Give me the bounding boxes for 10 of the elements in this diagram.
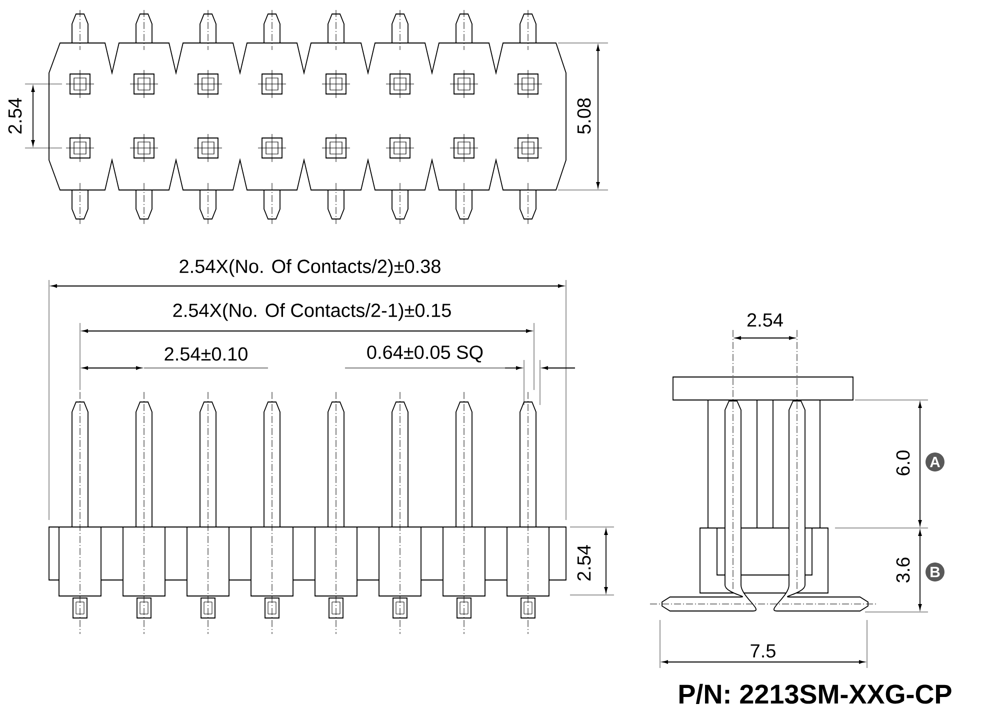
dimension-label: 2.54X(No. Of Contacts/2-1)±0.15 [173,303,451,321]
dimension-label: 2.54 [577,545,591,581]
dimension-label: 5.08 [577,98,591,134]
dimension-label: 2.54 [747,313,783,327]
dimension-label: 7.5 [750,644,776,658]
part-number: P/N: 2213SM-XXG-CP [680,684,952,704]
dimension-label: 2.54 [8,98,22,134]
dimension-label: 2.54X(No. Of Contacts/2)±0.38 [180,259,440,277]
dimension-label: 2.54±0.10 [164,347,248,361]
dimension-label: 0.64±0.05 SQ [367,346,483,362]
